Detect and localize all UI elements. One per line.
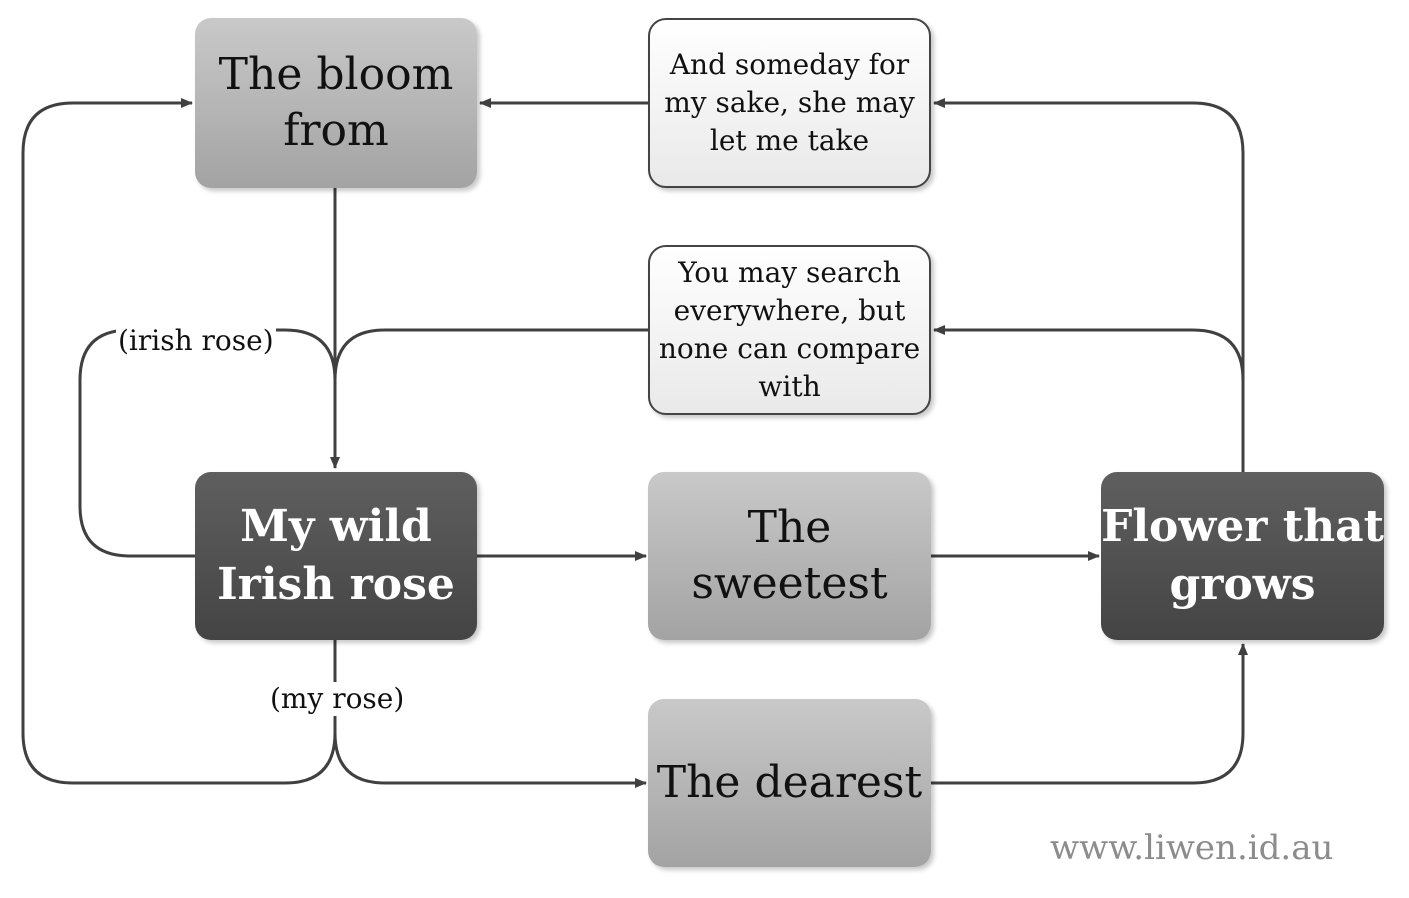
edge-myrose-to-bloom: [21, 98, 337, 785]
node-bloom-from: The bloom from: [195, 18, 477, 188]
edge-dearest-to-flower: [930, 643, 1248, 785]
edge-label-irish-rose: (irish rose): [116, 324, 276, 358]
watermark-url: www.liwen.id.au: [1050, 828, 1334, 868]
node-bloom-from-label: The bloom from: [218, 49, 454, 156]
edge-flower-to-search: [933, 325, 1245, 381]
node-dearest: The dearest: [648, 699, 931, 867]
node-sweetest-label: The sweetest: [691, 502, 888, 609]
node-sweetest: The sweetest: [648, 472, 931, 640]
node-flower-that-grows: Flower that grows: [1101, 472, 1384, 640]
node-flower-that-grows-label: Flower that grows: [1101, 501, 1384, 610]
node-dearest-label: The dearest: [656, 757, 923, 808]
edge-irish-rose-loop: [78, 328, 337, 558]
edge-search-to-wildrose: [333, 328, 648, 381]
node-wild-irish-rose: My wild Irish rose: [195, 472, 477, 640]
edge-flower-to-someday: [933, 98, 1245, 472]
node-someday-label: And someday for my sake, she may let me …: [664, 48, 915, 157]
node-someday: And someday for my sake, she may let me …: [648, 18, 931, 188]
node-search: You may search everywhere, but none can …: [648, 245, 931, 415]
edge-myrose-to-dearest: [333, 732, 647, 788]
node-search-label: You may search everywhere, but none can …: [658, 256, 921, 403]
node-wild-irish-rose-label: My wild Irish rose: [217, 501, 455, 610]
edge-label-my-rose: (my rose): [268, 682, 407, 716]
